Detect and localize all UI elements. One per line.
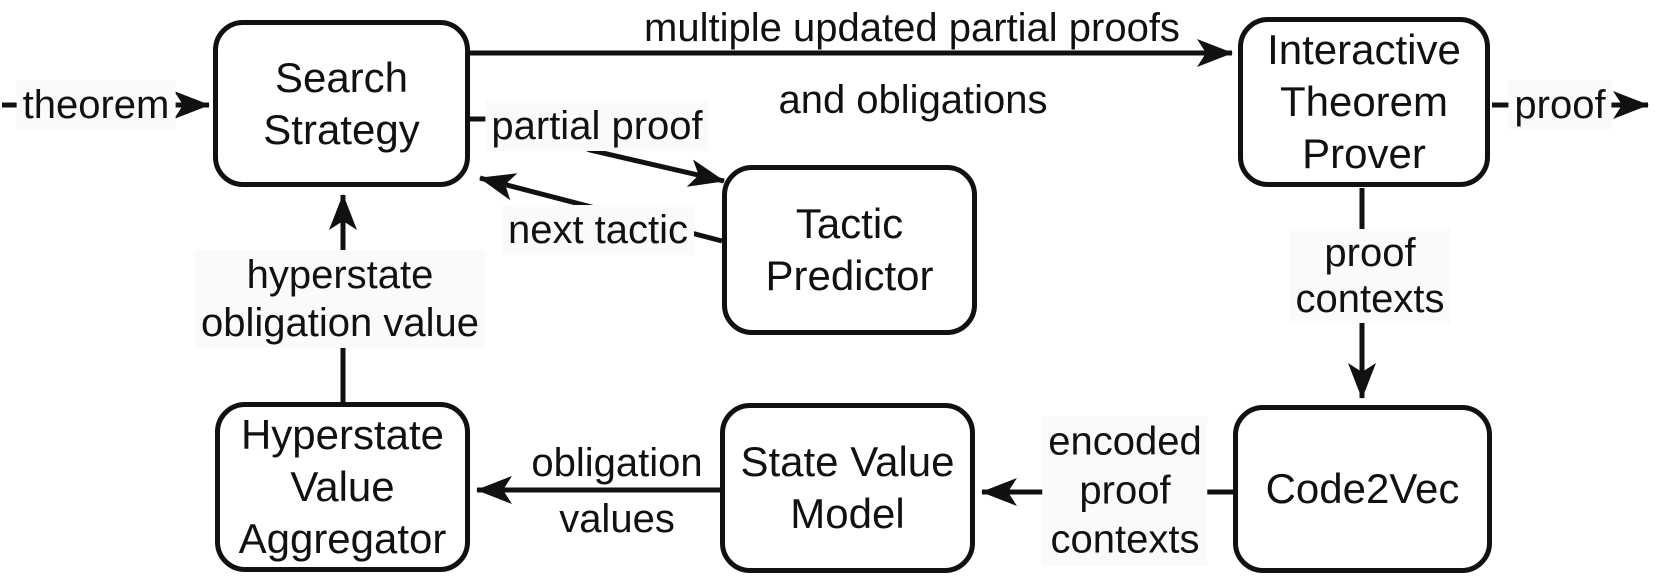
edge-label-next-tactic: next tactic bbox=[501, 205, 695, 255]
edge-label-proof-contexts: proof contexts bbox=[1289, 229, 1451, 323]
edge-label-hyperstate-obligation-value: hyperstate obligation value bbox=[195, 250, 485, 348]
edge-label-multiple-updated-line1: multiple updated partial proofs bbox=[644, 6, 1180, 50]
edge-label-proof: proof bbox=[1508, 80, 1612, 130]
edge-label-theorem: theorem bbox=[16, 80, 176, 130]
edge-label-partial-proof: partial proof bbox=[485, 101, 709, 151]
node-tactic-predictor-label: Tactic Predictor bbox=[765, 200, 934, 299]
node-state-value-model: State Value Model bbox=[720, 403, 975, 573]
node-tactic-predictor: Tactic Predictor bbox=[722, 165, 977, 335]
node-search-strategy: Search Strategy bbox=[213, 20, 470, 187]
node-hyperstate-value-aggregator: Hyperstate Value Aggregator bbox=[215, 402, 470, 572]
node-interactive-theorem-prover-label: Interactive Theorem Prover bbox=[1267, 26, 1461, 177]
node-interactive-theorem-prover: Interactive Theorem Prover bbox=[1238, 17, 1490, 187]
edge-label-multiple-updated-line2: and obligations bbox=[778, 78, 1048, 122]
node-code2vec-label: Code2Vec bbox=[1265, 465, 1460, 512]
node-state-value-model-label: State Value Model bbox=[740, 438, 955, 537]
edge-label-encoded-proof-contexts: encoded proof contexts bbox=[1042, 416, 1208, 566]
node-hyperstate-value-aggregator-label: Hyperstate Value Aggregator bbox=[238, 411, 447, 562]
node-code2vec: Code2Vec bbox=[1233, 405, 1492, 573]
edge-label-obligation-values: obligation values bbox=[531, 441, 703, 541]
node-search-strategy-label: Search Strategy bbox=[263, 53, 420, 153]
